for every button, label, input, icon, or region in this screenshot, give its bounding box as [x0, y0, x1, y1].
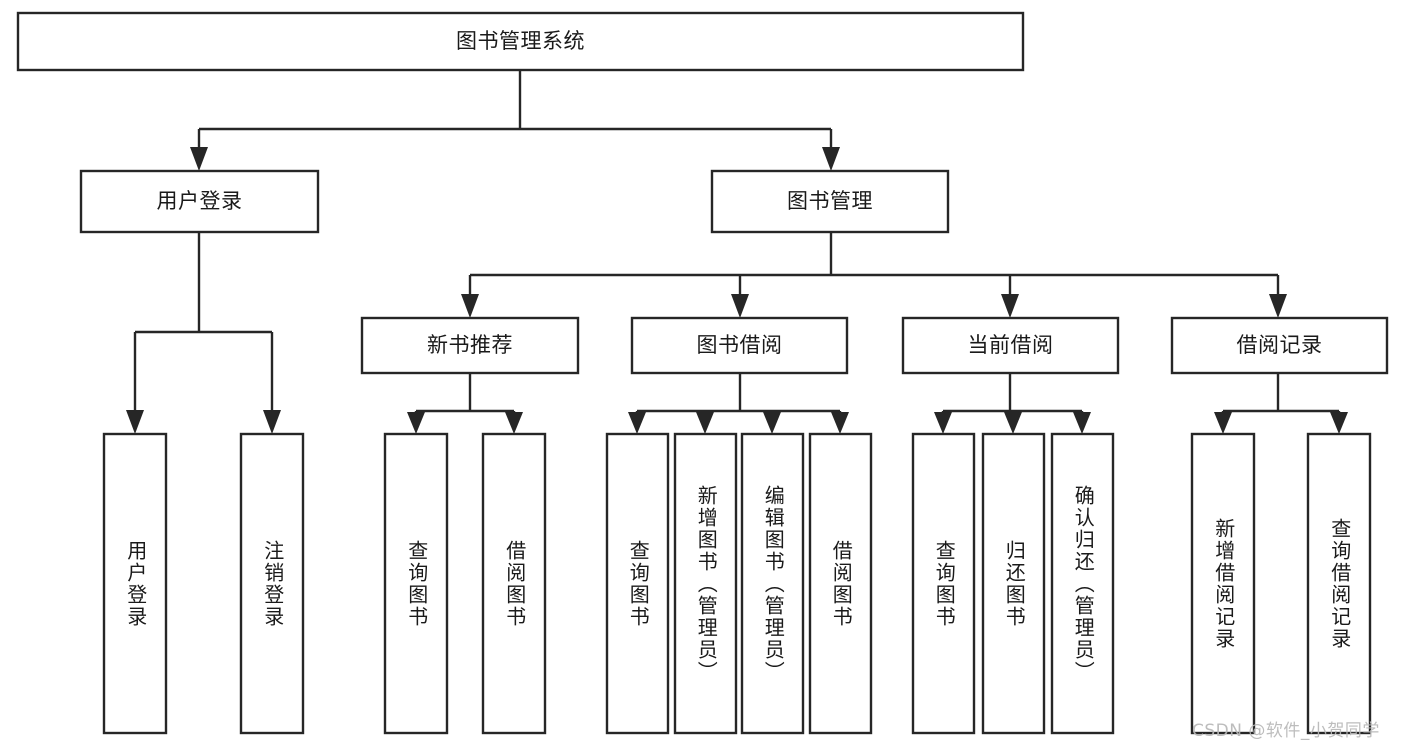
- connector-new-book-recommend-to-leaves: [407, 373, 523, 434]
- node-box-leaf-query-record[interactable]: [1306, 432, 1372, 735]
- arrow-head-leaf-query-book-1: [407, 412, 425, 434]
- arrow-head-leaf-confirm-return: [1073, 412, 1091, 434]
- node-box-leaf-borrow-book-1[interactable]: [481, 432, 547, 735]
- node-box-leaf-add-book[interactable]: [673, 432, 738, 735]
- arrow-head-leaf-logout-login: [263, 410, 281, 434]
- arrow-head-leaf-return-book: [1004, 412, 1022, 434]
- node-box-leaf-return-book[interactable]: [981, 432, 1046, 735]
- arrow-head-leaf-add-book: [696, 412, 714, 434]
- node-box-leaf-add-record[interactable]: [1190, 432, 1256, 735]
- connector-user-login-to-leaves: [126, 232, 281, 434]
- connector-borrow-record-to-leaves: [1214, 373, 1348, 434]
- arrow-head-leaf-borrow-book-2: [831, 412, 849, 434]
- node-box-book-borrow[interactable]: [630, 316, 849, 375]
- arrow-head-leaf-query-record: [1330, 412, 1348, 434]
- arrow-head-leaf-add-record: [1214, 412, 1232, 434]
- node-box-root[interactable]: [16, 11, 1025, 72]
- node-box-book-manage[interactable]: [710, 169, 950, 234]
- node-box-leaf-query-book-1[interactable]: [383, 432, 449, 735]
- node-box-new-book-recommend[interactable]: [360, 316, 580, 375]
- arrow-head-leaf-edit-book: [763, 412, 781, 434]
- arrow-head-new-book-recommend: [461, 294, 479, 318]
- node-box-leaf-borrow-book-2[interactable]: [808, 432, 873, 735]
- node-box-leaf-edit-book[interactable]: [740, 432, 805, 735]
- arrow-head-leaf-borrow-book-1: [505, 412, 523, 434]
- connector-book-borrow-to-leaves: [628, 373, 849, 434]
- arrow-head-user-login: [190, 147, 208, 171]
- arrow-head-leaf-query-book-3: [934, 412, 952, 434]
- node-box-leaf-query-book-3[interactable]: [911, 432, 976, 735]
- arrow-head-borrow-record: [1269, 294, 1287, 318]
- arrow-head-leaf-query-book-2: [628, 412, 646, 434]
- node-box-leaf-confirm-return[interactable]: [1050, 432, 1115, 735]
- arrow-head-current-borrow: [1001, 294, 1019, 318]
- csdn-watermark: CSDN @软件_小贺同学: [1192, 721, 1380, 741]
- arrow-head-book-manage: [822, 147, 840, 171]
- connector-root-to-level2: [190, 70, 840, 171]
- node-box-leaf-logout-login[interactable]: [239, 432, 305, 735]
- connector-current-borrow-to-leaves: [934, 373, 1091, 434]
- node-box-borrow-record[interactable]: [1170, 316, 1389, 375]
- node-box-leaf-user-login[interactable]: [102, 432, 168, 735]
- connector-book-manage-to-level3: [461, 232, 1287, 318]
- node-box-current-borrow[interactable]: [901, 316, 1120, 375]
- node-box-user-login[interactable]: [79, 169, 320, 234]
- arrow-head-book-borrow: [731, 294, 749, 318]
- arrow-head-leaf-user-login: [126, 410, 144, 434]
- node-box-leaf-query-book-2[interactable]: [605, 432, 670, 735]
